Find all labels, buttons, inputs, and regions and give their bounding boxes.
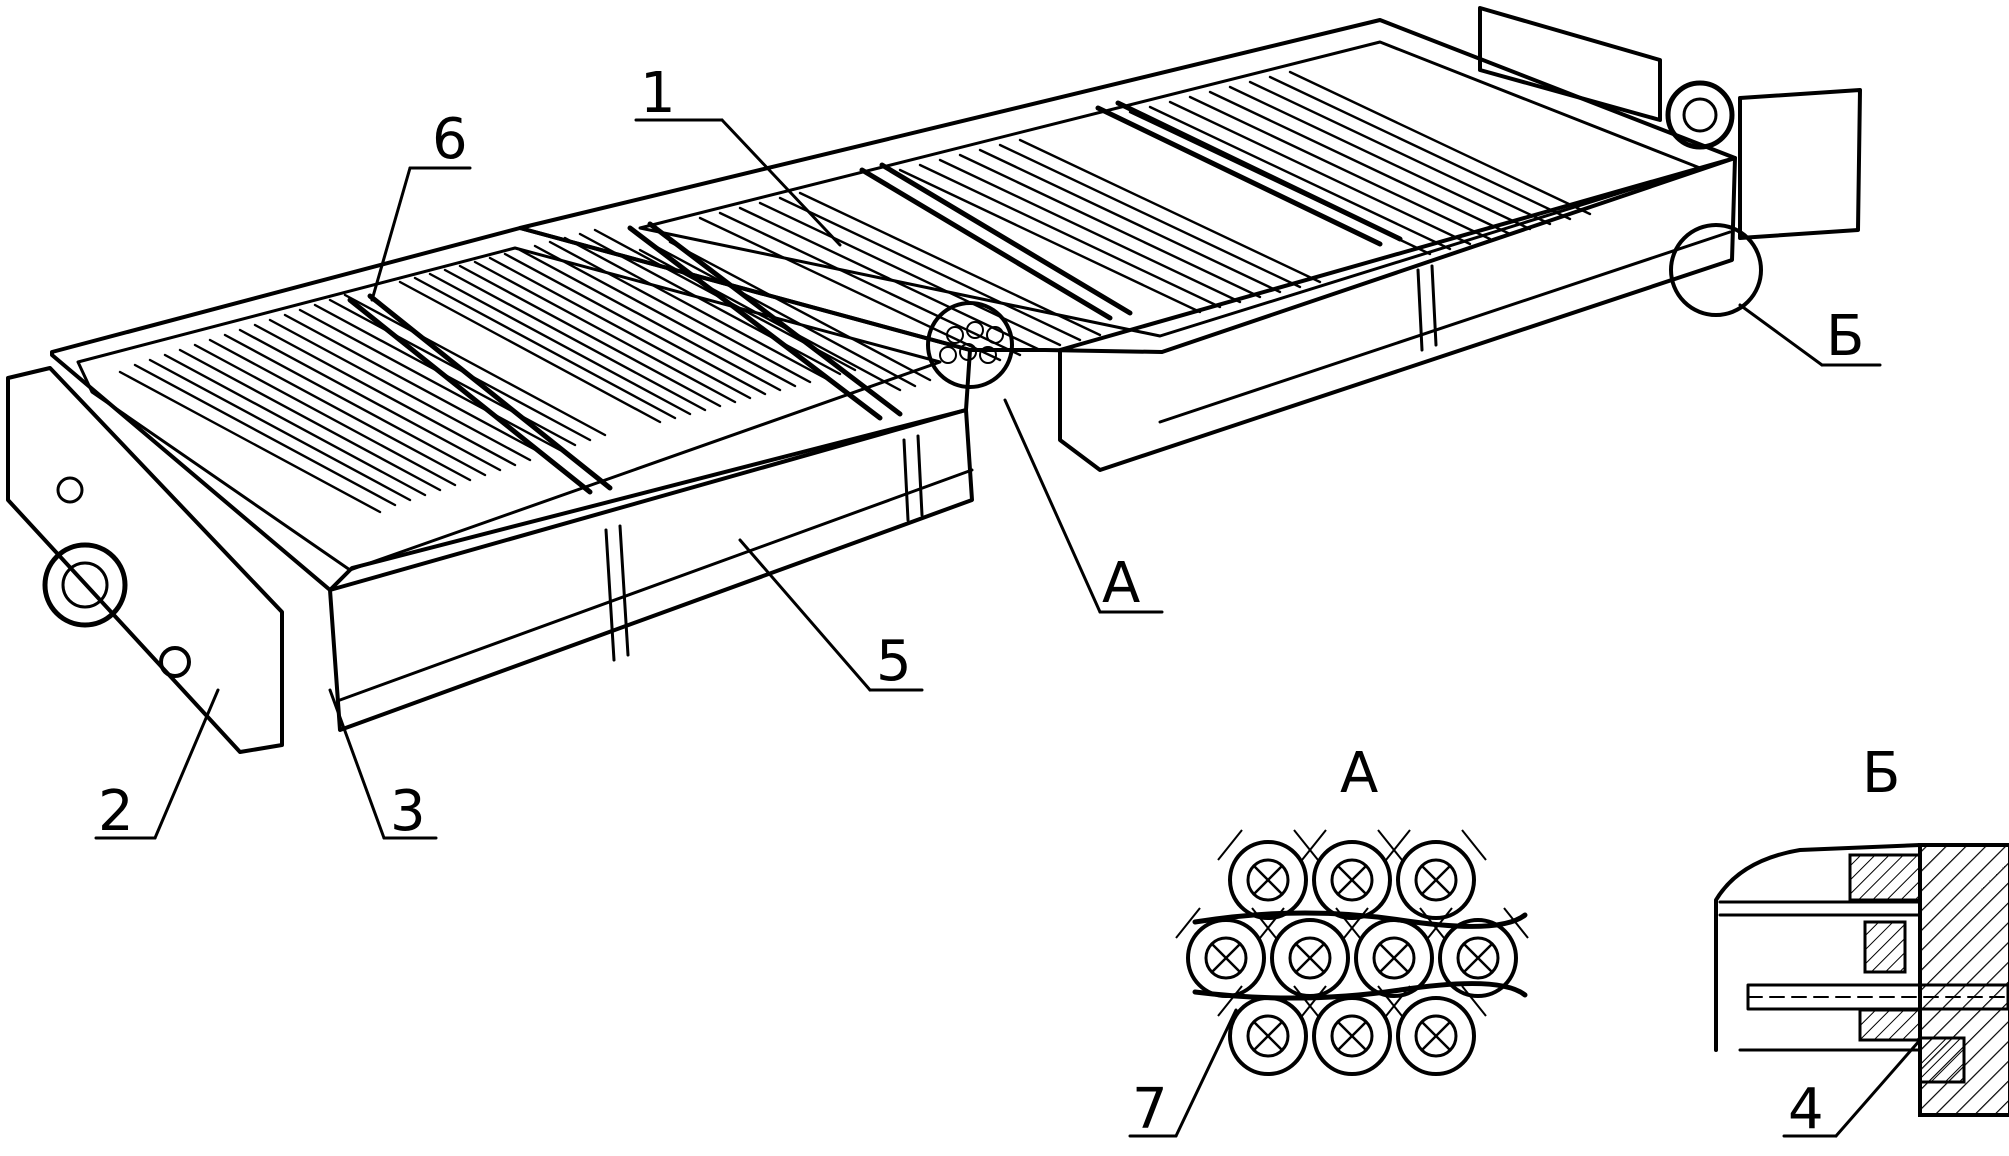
tube-section: [1343, 907, 1445, 998]
tube-section: [1301, 829, 1403, 920]
callout-6: 6: [432, 107, 468, 172]
callout-4: 4: [1788, 1077, 1824, 1142]
right-cross-bars: [859, 100, 1403, 321]
detail-circle-a-contents: [939, 321, 1004, 364]
tube-section: [1217, 985, 1319, 1076]
callout-2: 2: [98, 779, 134, 844]
tube-grid: [1175, 829, 1529, 1076]
tube-section: [1385, 985, 1487, 1076]
right-outlet-box-2: [1738, 88, 1862, 240]
detail-circle-a: [926, 301, 1014, 389]
left-flange: [42, 542, 128, 628]
detail-view-a: А: [1175, 741, 1529, 1076]
left-end-cover: [6, 366, 284, 754]
tube-section: [1217, 829, 1319, 920]
right-side-wall: [1058, 156, 1737, 472]
callout-1: 1: [640, 61, 676, 126]
callout-7: 7: [1132, 1077, 1168, 1142]
callout-view-a: А: [1102, 551, 1140, 616]
right-outlet-box-1: [1478, 6, 1662, 122]
leader-lines: [94, 118, 1922, 1138]
callout-view-b: Б: [1826, 304, 1864, 369]
right-flange: [1665, 80, 1735, 150]
detail-circle-b: [1669, 223, 1763, 317]
tube-section: [1301, 985, 1403, 1076]
left-tube-bundle: [118, 228, 932, 514]
tube-section: [1175, 907, 1277, 998]
left-section: [6, 221, 974, 754]
callout-5: 5: [876, 629, 912, 694]
left-cross-bars: [347, 221, 903, 495]
right-section: [518, 6, 1862, 472]
left-side-wall: [328, 408, 974, 732]
detail-view-a-title: А: [1340, 741, 1378, 806]
tube-section: [1259, 907, 1361, 998]
tube-section: [1427, 907, 1529, 998]
callout-3: 3: [390, 779, 426, 844]
detail-view-b: Б: [1714, 741, 2009, 1117]
detail-view-b-title: Б: [1862, 741, 1900, 806]
right-section-top-frame: [518, 18, 1737, 354]
tube-section: [1385, 829, 1487, 920]
